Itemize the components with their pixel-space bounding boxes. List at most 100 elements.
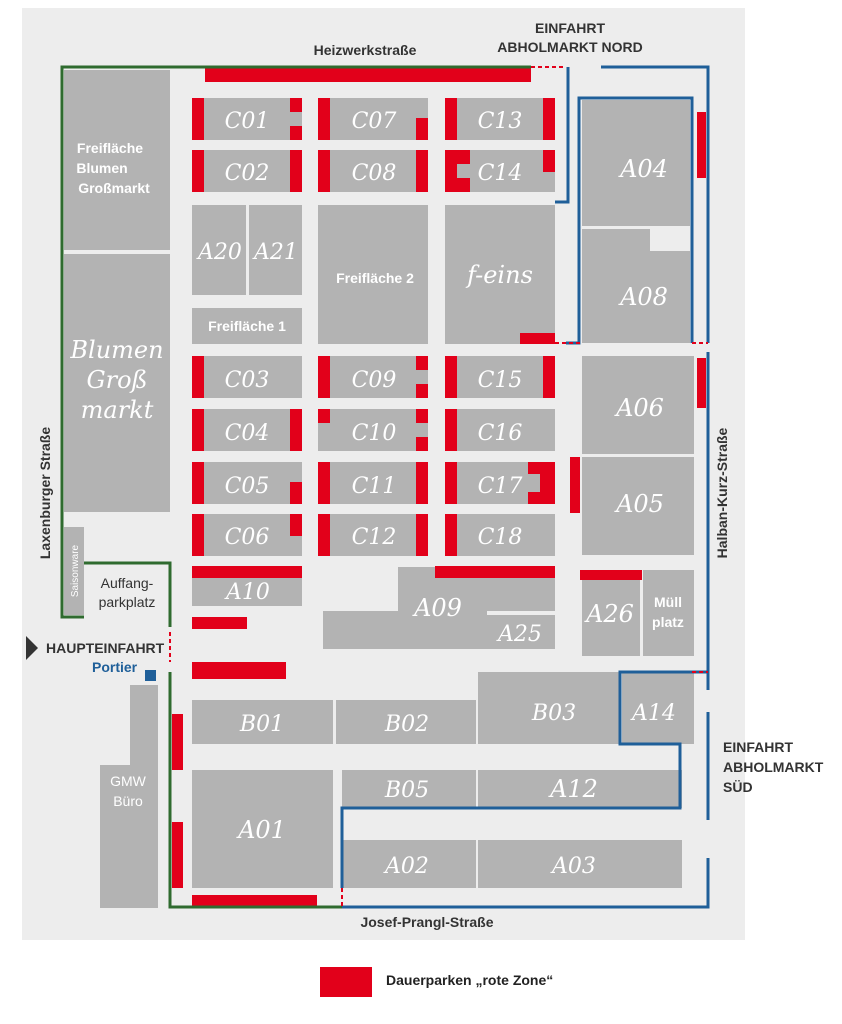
- hall-label: B01: [239, 712, 284, 737]
- hall-a02[interactable]: [342, 840, 476, 888]
- street-label-south: Josef-Prangl-Straße: [360, 914, 493, 930]
- red-zone: [290, 514, 302, 536]
- freiflaeche-2[interactable]: [318, 205, 428, 344]
- hall-label: A02: [383, 854, 429, 879]
- hall-a14[interactable]: [622, 672, 694, 744]
- hall-b01[interactable]: [192, 700, 333, 744]
- red-zone: [570, 457, 580, 513]
- freiflaeche-blumen-label: Freifläche: [77, 140, 143, 156]
- red-zone: [416, 462, 428, 504]
- hall-label: A10: [224, 580, 270, 605]
- hall-a20[interactable]: [192, 205, 246, 295]
- hall-a06[interactable]: [582, 356, 694, 454]
- hall-c10[interactable]: [318, 409, 428, 451]
- hall-label: C11: [352, 474, 397, 499]
- hall-label: A05: [614, 490, 664, 518]
- red-zone: [192, 150, 204, 192]
- red-zone: [416, 384, 428, 398]
- street-label-west: Laxenburger Straße: [37, 427, 53, 559]
- hall-label: C15: [478, 368, 523, 393]
- buildings: [64, 70, 694, 908]
- red-zone: [445, 98, 457, 140]
- saisonware[interactable]: [64, 527, 84, 615]
- hall-a12[interactable]: [478, 770, 682, 808]
- hall-c07[interactable]: [318, 98, 428, 140]
- hall-a09[interactable]: [323, 567, 555, 649]
- hall-c03[interactable]: [192, 356, 302, 398]
- red-zone-east: [697, 358, 706, 408]
- hall-label: C03: [225, 368, 270, 393]
- hall-a08[interactable]: [582, 229, 690, 343]
- red-zones: [172, 68, 706, 906]
- hall-label: C10: [352, 421, 397, 446]
- green-fence-northwest: [60, 65, 531, 619]
- red-zone: [192, 514, 204, 556]
- hall-c08[interactable]: [318, 150, 428, 192]
- gmw-buero[interactable]: [100, 765, 158, 908]
- hall-c18[interactable]: [445, 514, 555, 556]
- red-zone: [416, 514, 428, 556]
- hall-c02[interactable]: [192, 150, 302, 192]
- hall-label: C07: [352, 109, 397, 134]
- hall-b02[interactable]: [336, 700, 476, 744]
- hall-c15[interactable]: [445, 356, 555, 398]
- hall-a26[interactable]: [582, 570, 640, 656]
- hall-c05[interactable]: [192, 462, 302, 504]
- red-zone: [445, 409, 457, 451]
- red-zone: [416, 356, 428, 370]
- freiflaeche-2-label: Freifläche 2: [336, 270, 414, 286]
- red-zone: [318, 356, 330, 398]
- hall-label: A01: [236, 816, 286, 844]
- south-entrance-label: EINFAHRT: [723, 739, 793, 755]
- red-zone: [520, 333, 555, 344]
- hall-c12[interactable]: [318, 514, 428, 556]
- hall-c06[interactable]: [192, 514, 302, 556]
- red-zone: [318, 514, 330, 556]
- red-zone: [172, 714, 183, 770]
- hall-b03[interactable]: [478, 672, 620, 744]
- hall-c09[interactable]: [318, 356, 428, 398]
- hall-c16[interactable]: [445, 409, 555, 451]
- freiflaeche-1[interactable]: [192, 308, 302, 344]
- freiflaeche-blumen-label: Großmarkt: [78, 180, 150, 196]
- hall-a01[interactable]: [192, 770, 333, 888]
- street-label-north: Heizwerkstraße: [314, 42, 417, 58]
- hall-label: C08: [352, 161, 397, 186]
- street-label-east: Halban-Kurz-Straße: [714, 427, 730, 558]
- freiflaeche-1-label: Freifläche 1: [208, 318, 286, 334]
- red-zone: [192, 617, 247, 629]
- red-zone: [192, 566, 302, 578]
- hall-b05[interactable]: [342, 770, 476, 808]
- red-zone-east: [697, 112, 706, 178]
- red-zone: [192, 409, 204, 451]
- red-zone: [580, 570, 642, 580]
- blumen-label: Groß: [86, 366, 147, 394]
- north-entrance-label: ABHOLMARKT NORD: [497, 39, 642, 55]
- blumen-grossmarkt[interactable]: [64, 254, 170, 512]
- blumen-label: Blumen: [69, 336, 163, 364]
- hall-c01[interactable]: [192, 98, 302, 140]
- green-fence-southwest: [168, 672, 342, 909]
- red-zone: [290, 150, 302, 192]
- red-zone: [543, 150, 555, 172]
- legend-red-zone-swatch: [320, 967, 372, 997]
- blumen-label: markt: [81, 396, 154, 424]
- gmw-label: Büro: [113, 793, 143, 809]
- hall-c04[interactable]: [192, 409, 302, 451]
- hall-a03[interactable]: [478, 840, 682, 888]
- f-eins[interactable]: [445, 205, 555, 344]
- muellplatz[interactable]: [643, 570, 694, 656]
- hall-a05[interactable]: [582, 457, 694, 555]
- main-entrance-arrow-icon: [26, 636, 38, 660]
- hall-a21[interactable]: [249, 205, 302, 295]
- blue-fence-northeast: [601, 65, 710, 343]
- hall-c11[interactable]: [318, 462, 428, 504]
- hall-a25[interactable]: [487, 615, 555, 649]
- hall-label: C14: [478, 161, 523, 186]
- hall-c13[interactable]: [445, 98, 555, 140]
- red-zone: [445, 356, 457, 398]
- hall-a04[interactable]: [582, 100, 690, 226]
- freiflaeche-blumen-grossmarkt[interactable]: [64, 70, 170, 250]
- hall-label: A08: [618, 283, 668, 311]
